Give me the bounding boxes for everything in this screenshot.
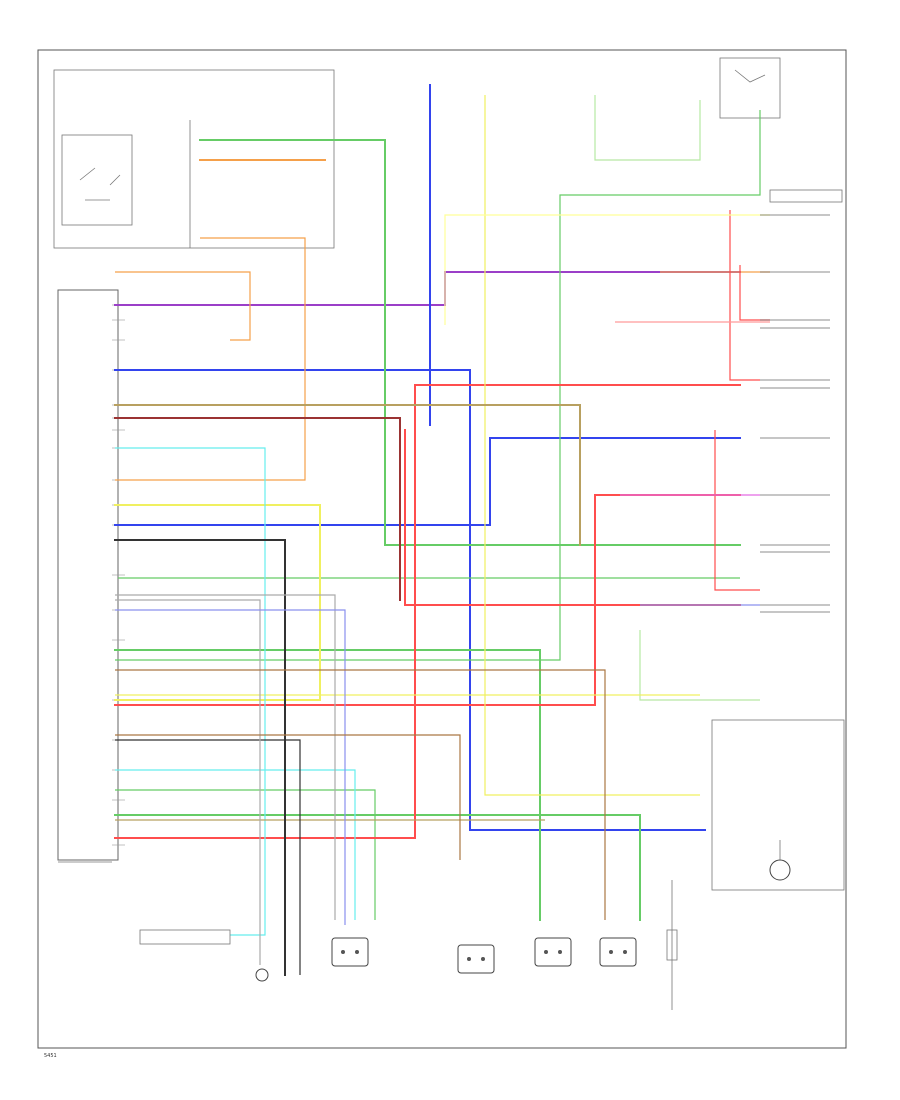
wire-blue-2 xyxy=(114,437,741,526)
wire-green-4 xyxy=(115,789,376,920)
wire-red-right-1 xyxy=(729,210,760,381)
wire-purple-fr-sensor xyxy=(114,271,741,306)
abs-control-unit xyxy=(57,289,119,861)
wire-red-3 xyxy=(404,429,741,606)
abs-pump-motor-box xyxy=(711,719,845,891)
wheel-sensor-fr xyxy=(331,937,369,967)
wire-cyan-1 xyxy=(115,447,266,936)
wire-green-2 xyxy=(115,110,761,661)
wire-lightgreen-top xyxy=(594,95,701,161)
wire-gray-1 xyxy=(115,594,336,920)
wire-blue-1 xyxy=(114,369,706,831)
wheel-sensor-rr xyxy=(534,937,572,967)
wire-orange-hold xyxy=(115,271,251,341)
wire-green-3 xyxy=(114,649,541,921)
wire-black-2 xyxy=(115,739,301,975)
data-link-connector xyxy=(139,929,231,945)
relay-contacts xyxy=(79,167,121,201)
wire-red-right-2 xyxy=(714,430,760,591)
main-relay xyxy=(61,134,133,226)
wire-yellow-3 xyxy=(444,214,770,325)
wire-red-right-3 xyxy=(739,265,770,321)
wire-olive-1 xyxy=(114,404,581,546)
bottom-right-fuse xyxy=(666,929,678,961)
wire-brown-1 xyxy=(115,669,606,920)
footer-code: 5451 xyxy=(44,1053,57,1059)
wire-black-1 xyxy=(114,539,286,976)
wire-yellow-1 xyxy=(114,504,321,701)
wheel-sensor-lr xyxy=(599,937,637,967)
pump-motor xyxy=(769,859,791,881)
underhood-fuse-relay-box xyxy=(53,69,335,249)
speed-sensor-switch xyxy=(734,69,766,83)
wire-lightblue-1 xyxy=(115,609,346,925)
ground-point-left xyxy=(255,968,269,982)
wire-cyan-2 xyxy=(115,769,356,920)
wire-gray-2 xyxy=(115,599,261,965)
wire-green-5 xyxy=(114,814,641,921)
wheel-sensor-lf xyxy=(457,944,495,974)
wire-lightgreen-right xyxy=(639,630,760,701)
wire-orange-left xyxy=(115,237,306,481)
wire-green-1 xyxy=(199,139,741,546)
speed-sensor-box xyxy=(719,57,781,119)
right-connector xyxy=(769,189,843,203)
right-terminals xyxy=(760,214,830,613)
wire-darkred-1 xyxy=(114,417,401,601)
wire-yellow-2 xyxy=(484,95,700,796)
wire-brown-2 xyxy=(115,734,461,860)
diagram-frame xyxy=(37,49,847,1049)
